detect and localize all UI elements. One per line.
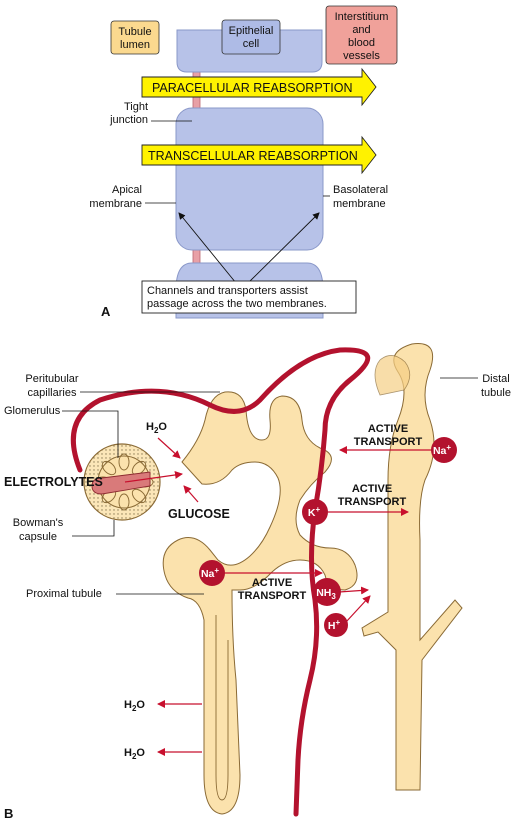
glucose-label: GLUCOSE bbox=[168, 507, 230, 521]
electrolytes-arrow bbox=[124, 471, 183, 483]
bowmans-capsule-leader bbox=[72, 520, 115, 537]
h-charge: + bbox=[335, 618, 340, 627]
na-proximal-symbol: Na bbox=[201, 568, 215, 580]
epithelial-cell-label-1: Epithelial bbox=[229, 25, 274, 37]
tubule-lumen-box bbox=[110, 20, 160, 55]
paracellular-arrow bbox=[141, 67, 377, 107]
transcellular-label: TRANSCELLULAR REABSORPTION bbox=[148, 149, 358, 163]
panel-a-letter: A bbox=[101, 304, 111, 319]
na-distal-symbol: Na bbox=[433, 445, 447, 457]
na-circle-distal bbox=[431, 437, 457, 463]
peritubular-capillaries-label-2: capillaries bbox=[28, 387, 77, 399]
bowmans-capsule-label-2: capsule bbox=[19, 531, 57, 543]
k-charge: + bbox=[315, 505, 320, 514]
nh3-arrow bbox=[338, 586, 369, 595]
loop-of-henle-inner bbox=[215, 615, 229, 801]
electrolytes-label: ELECTROLYTES bbox=[4, 475, 103, 489]
h2o-label-2: H2O bbox=[124, 747, 145, 761]
interstitium-label-1: Interstitium bbox=[335, 11, 389, 23]
distal-tubule-loop bbox=[374, 355, 411, 396]
active-transport-3-line-1: ACTIVE bbox=[252, 577, 292, 589]
h2o-arrow bbox=[157, 437, 181, 459]
transcellular-arrow bbox=[141, 135, 377, 175]
active-transport-1-line-2: TRANSPORT bbox=[354, 436, 423, 448]
basolateral-membrane-label-2: membrane bbox=[333, 198, 386, 210]
distal-tubule bbox=[361, 343, 463, 791]
nh3-circle bbox=[313, 578, 341, 606]
h2o-label-1: H2O bbox=[124, 699, 145, 713]
interstitium-label-4: vessels bbox=[343, 50, 380, 62]
active-transport-2-line-1: ACTIVE bbox=[352, 483, 392, 495]
h-symbol: H bbox=[328, 620, 336, 632]
k-symbol: K bbox=[308, 507, 316, 519]
svg-text:H+: H+ bbox=[328, 618, 341, 632]
note-arrow-apical bbox=[178, 212, 237, 284]
active-transport-2-line-2: TRANSPORT bbox=[338, 496, 407, 508]
channels-note-line-2: passage across the two membranes. bbox=[147, 298, 327, 310]
distal-tubule-label-1: Distal bbox=[482, 373, 510, 385]
epithelial-cell-label-2: cell bbox=[243, 38, 260, 50]
h-arrow bbox=[345, 595, 371, 623]
proximal-tubule bbox=[162, 391, 358, 815]
nh3-subscript: 3 bbox=[331, 592, 336, 601]
apical-membrane-label-2: membrane bbox=[89, 198, 142, 210]
distal-tubule-label-2: tubule bbox=[481, 387, 511, 399]
na-distal-charge: + bbox=[446, 443, 451, 452]
active-transport-3-line-2: TRANSPORT bbox=[238, 590, 307, 602]
peritubular-capillaries-label-1: Peritubular bbox=[25, 373, 79, 385]
svg-text:Na+: Na+ bbox=[201, 566, 219, 580]
h2o-label-top: H2O bbox=[146, 421, 167, 435]
tubule-lumen-label-1: Tubule bbox=[118, 26, 151, 38]
afferent-arteriole bbox=[91, 471, 151, 495]
h-circle bbox=[324, 613, 348, 637]
panel-b-letter: B bbox=[4, 806, 13, 821]
svg-text:K+: K+ bbox=[308, 505, 321, 519]
epithelial-cell-box bbox=[221, 19, 281, 55]
interstitium-label-2: and bbox=[352, 24, 370, 36]
epithelial-cell-middle bbox=[175, 107, 324, 251]
bowmans-capsule-label-1: Bowman's bbox=[13, 517, 64, 529]
interstitium-box bbox=[325, 5, 398, 65]
apical-membrane-label-1: Apical bbox=[112, 184, 142, 196]
interstitium-label-3: blood bbox=[348, 37, 375, 49]
nh3-symbol: NH bbox=[316, 587, 331, 599]
glucose-arrow bbox=[183, 485, 199, 503]
paracellular-label: PARACELLULAR REABSORPTION bbox=[152, 81, 353, 95]
proximal-tubule-label: Proximal tubule bbox=[26, 588, 102, 600]
basolateral-membrane-label-1: Basolateral bbox=[333, 184, 388, 196]
na-proximal-charge: + bbox=[214, 566, 219, 575]
svg-text:Na+: Na+ bbox=[433, 443, 451, 457]
glomerulus-leader bbox=[62, 410, 119, 458]
channels-note-line-1: Channels and transporters assist bbox=[147, 285, 308, 297]
tubule-lumen-label-2: lumen bbox=[120, 39, 150, 51]
channels-note-box bbox=[141, 280, 357, 314]
svg-text:Channels and transporters assi: Channels and transporters assistpassage … bbox=[147, 285, 327, 310]
glomerulus-label: Glomerulus bbox=[4, 405, 61, 417]
tight-junction-label-1: Tight bbox=[124, 101, 148, 113]
svg-text:NH3: NH3 bbox=[316, 587, 336, 601]
note-arrow-basolateral bbox=[247, 212, 320, 284]
active-transport-1-line-1: ACTIVE bbox=[368, 423, 408, 435]
k-circle bbox=[302, 499, 328, 525]
tight-junction-label-2: junction bbox=[109, 114, 148, 126]
na-circle-proximal bbox=[199, 560, 225, 586]
